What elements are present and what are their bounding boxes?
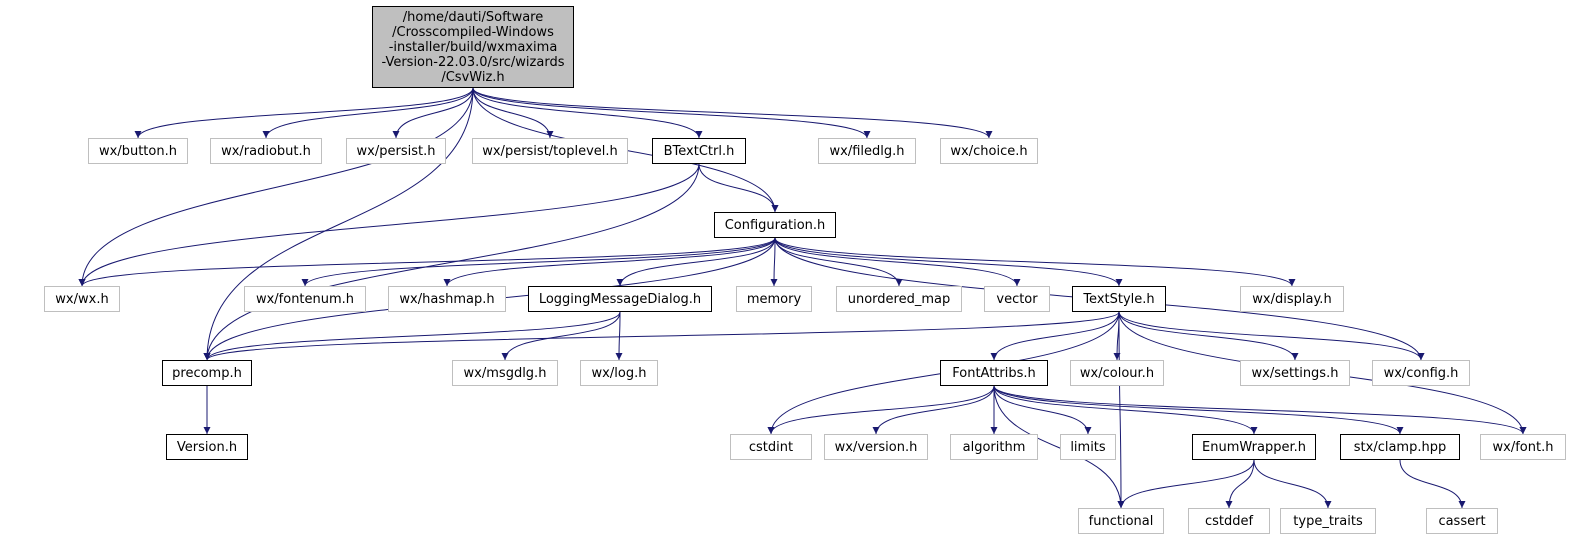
node-wx-settings: wx/settings.h	[1240, 360, 1350, 386]
edge-loggingmessagedialog-to-wx-log	[615, 311, 623, 361]
node-wx-config: wx/config.h	[1372, 360, 1470, 386]
edge-btextctrl-to-precomp	[203, 163, 700, 361]
edge-configuration-to-textstyle	[774, 237, 1123, 287]
edge-configuration-to-wx-hashmap	[443, 237, 776, 287]
node-cstddef: cstddef	[1188, 508, 1270, 534]
node-unordered-map: unordered_map	[836, 286, 962, 312]
edge-csvwiz-to-wx-persist	[392, 87, 474, 139]
node-btextctrl[interactable]: BTextCtrl.h	[652, 138, 746, 164]
node-wx-colour: wx/colour.h	[1070, 360, 1164, 386]
edge-fontattribs-to-enumwrapper	[993, 385, 1258, 435]
edge-csvwiz-to-wx-persist-toplevel	[472, 87, 554, 139]
node-wx-font: wx/font.h	[1480, 434, 1566, 460]
node-type-traits: type_traits	[1280, 508, 1376, 534]
node-wx-display: wx/display.h	[1240, 286, 1344, 312]
node-wx-button: wx/button.h	[88, 138, 188, 164]
edge-enumwrapper-to-cstddef	[1225, 459, 1255, 509]
node-wx-persist-toplevel: wx/persist/toplevel.h	[472, 138, 628, 164]
edge-configuration-to-vector	[774, 237, 1021, 287]
edge-csvwiz-to-btextctrl	[472, 87, 703, 139]
node-wx-log: wx/log.h	[580, 360, 658, 386]
edge-configuration-to-wx-wx	[78, 237, 776, 287]
node-wx-radiobut: wx/radiobut.h	[210, 138, 322, 164]
node-cassert: cassert	[1426, 508, 1498, 534]
edge-fontattribs-to-limits	[993, 385, 1092, 435]
node-fontattribs[interactable]: FontAttribs.h	[940, 360, 1048, 386]
edge-configuration-to-wx-display	[774, 237, 1296, 287]
edge-fontattribs-to-wx-version	[872, 385, 995, 435]
node-wx-choice: wx/choice.h	[940, 138, 1038, 164]
edge-btextctrl-to-wx-wx	[78, 163, 700, 287]
edge-btextctrl-to-configuration	[698, 163, 779, 213]
node-wx-filedlg: wx/filedlg.h	[818, 138, 916, 164]
node-wx-persist: wx/persist.h	[346, 138, 446, 164]
node-wx-version: wx/version.h	[824, 434, 928, 460]
node-memory: memory	[736, 286, 812, 312]
node-algorithm: algorithm	[950, 434, 1038, 460]
node-wx-msgdlg: wx/msgdlg.h	[452, 360, 558, 386]
node-enumwrapper[interactable]: EnumWrapper.h	[1192, 434, 1316, 460]
node-wx-fontenum: wx/fontenum.h	[244, 286, 366, 312]
edge-loggingmessagedialog-to-precomp	[203, 311, 621, 361]
node-stx-clamp[interactable]: stx/clamp.hpp	[1340, 434, 1460, 460]
edge-enumwrapper-to-functional	[1117, 459, 1255, 509]
edge-csvwiz-to-wx-choice	[472, 87, 993, 139]
node-functional: functional	[1078, 508, 1164, 534]
edge-fontattribs-to-cstdint	[767, 385, 995, 435]
edge-csvwiz-to-precomp	[203, 87, 474, 361]
edge-textstyle-to-fontattribs	[990, 311, 1120, 361]
edge-configuration-to-wx-fontenum	[301, 237, 776, 287]
node-vector: vector	[984, 286, 1050, 312]
edge-fontattribs-to-functional	[993, 385, 1125, 509]
node-cstdint: cstdint	[730, 434, 812, 460]
edge-fontattribs-to-stx-clamp	[993, 385, 1404, 435]
edge-csvwiz-to-wx-radiobut	[262, 87, 474, 139]
node-configuration[interactable]: Configuration.h	[714, 212, 836, 238]
node-wx-hashmap: wx/hashmap.h	[388, 286, 506, 312]
edge-fontattribs-to-wx-font	[993, 385, 1527, 435]
edge-csvwiz-to-wx-wx	[78, 87, 474, 287]
edge-enumwrapper-to-type-traits	[1253, 459, 1332, 509]
edge-configuration-to-memory	[770, 237, 778, 287]
node-textstyle[interactable]: TextStyle.h	[1072, 286, 1166, 312]
edge-textstyle-to-wx-settings	[1118, 311, 1299, 361]
edge-csvwiz-to-wx-button	[134, 87, 474, 139]
node-limits: limits	[1060, 434, 1116, 460]
node-wx-wx: wx/wx.h	[44, 286, 120, 312]
node-csvwiz[interactable]: /home/dauti/Software /Crosscompiled-Wind…	[372, 6, 574, 88]
edge-stx-clamp-to-cassert	[1399, 459, 1466, 509]
edge-textstyle-to-precomp	[203, 311, 1120, 361]
edge-configuration-to-loggingmessagedialog	[616, 237, 776, 287]
node-version[interactable]: Version.h	[166, 434, 248, 460]
edge-configuration-to-unordered-map	[774, 237, 903, 287]
edge-loggingmessagedialog-to-wx-msgdlg	[501, 311, 621, 361]
node-loggingmessagedialog[interactable]: LoggingMessageDialog.h	[528, 286, 712, 312]
edge-csvwiz-to-wx-filedlg	[472, 87, 871, 139]
edge-textstyle-to-wx-config	[1118, 311, 1425, 361]
node-precomp[interactable]: precomp.h	[162, 360, 252, 386]
